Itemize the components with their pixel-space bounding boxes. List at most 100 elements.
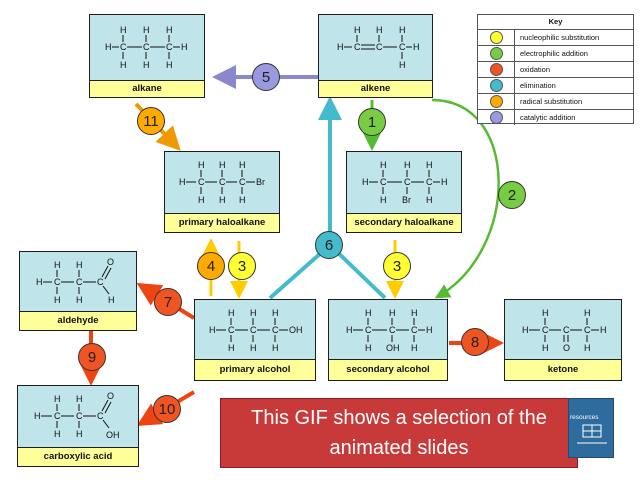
key-label: oxidation bbox=[520, 65, 551, 74]
reaction-badge-5: 5 bbox=[252, 63, 280, 91]
svg-text:C: C bbox=[166, 42, 173, 52]
svg-text:H: H bbox=[239, 160, 246, 170]
svg-text:H: H bbox=[228, 308, 235, 318]
svg-text:C: C bbox=[399, 42, 406, 52]
key-row: radical substitution bbox=[478, 94, 633, 110]
svg-text:H: H bbox=[389, 308, 396, 318]
logo-text: resources bbox=[570, 414, 599, 421]
svg-text:OH: OH bbox=[106, 430, 120, 440]
svg-text:H: H bbox=[365, 308, 372, 318]
key-color-dot bbox=[489, 31, 503, 44]
svg-text:H: H bbox=[584, 343, 591, 353]
svg-text:H: H bbox=[399, 60, 406, 70]
svg-text:H: H bbox=[250, 308, 257, 318]
svg-text:H: H bbox=[365, 343, 372, 353]
key-legend: Key nucleophilic substitution electrophi… bbox=[477, 14, 634, 125]
compound-label: secondary haloalkane bbox=[347, 213, 461, 232]
svg-text:H: H bbox=[272, 343, 279, 353]
svg-text:C: C bbox=[404, 177, 411, 187]
svg-text:H: H bbox=[179, 177, 186, 187]
reaction-badge-3b: 3 bbox=[383, 252, 411, 280]
svg-text:H: H bbox=[362, 177, 369, 187]
reaction-badge-11: 11 bbox=[137, 107, 165, 135]
svg-text:C: C bbox=[563, 325, 570, 335]
svg-text:H: H bbox=[198, 160, 205, 170]
svg-text:H: H bbox=[239, 195, 246, 205]
svg-text:H: H bbox=[166, 25, 173, 35]
svg-text:H: H bbox=[441, 177, 448, 187]
svg-text:H: H bbox=[426, 195, 433, 205]
svg-text:H: H bbox=[426, 325, 433, 335]
svg-text:C: C bbox=[198, 177, 205, 187]
svg-text:C: C bbox=[97, 411, 104, 421]
svg-text:H: H bbox=[376, 25, 383, 35]
arrow-reaction-2 bbox=[431, 98, 500, 299]
svg-text:H: H bbox=[380, 160, 387, 170]
svg-text:Br: Br bbox=[402, 195, 411, 205]
svg-text:C: C bbox=[411, 325, 418, 335]
key-label: catalytic addition bbox=[520, 113, 576, 122]
svg-text:H: H bbox=[54, 394, 61, 404]
svg-text:H: H bbox=[584, 308, 591, 318]
compound-label: carboxylic acid bbox=[18, 447, 138, 466]
svg-text:H: H bbox=[426, 160, 433, 170]
svg-text:C: C bbox=[54, 277, 61, 287]
svg-text:H: H bbox=[34, 411, 41, 421]
key-label: electrophilic addition bbox=[520, 49, 588, 58]
key-row: elimination bbox=[478, 78, 633, 94]
compound-label: ketone bbox=[505, 359, 621, 380]
svg-text:H: H bbox=[120, 25, 127, 35]
key-label: elimination bbox=[520, 81, 556, 90]
svg-text:H: H bbox=[522, 325, 529, 335]
svg-text:OH: OH bbox=[289, 325, 303, 335]
svg-text:C: C bbox=[120, 42, 127, 52]
svg-text:H: H bbox=[399, 25, 406, 35]
svg-text:C: C bbox=[426, 177, 433, 187]
svg-text:H: H bbox=[108, 295, 115, 305]
key-row: nucleophilic substitution bbox=[478, 30, 633, 46]
svg-text:H: H bbox=[250, 343, 257, 353]
svg-text:C: C bbox=[143, 42, 150, 52]
reaction-badge-2: 2 bbox=[498, 181, 526, 209]
svg-text:H: H bbox=[354, 25, 361, 35]
svg-text:H: H bbox=[411, 308, 418, 318]
reaction-badge-7: 7 bbox=[154, 288, 182, 316]
svg-text:H: H bbox=[380, 195, 387, 205]
key-row: oxidation bbox=[478, 62, 633, 78]
key-color-dot bbox=[489, 95, 503, 108]
svg-text:H: H bbox=[272, 308, 279, 318]
reaction-badge-3a: 3 bbox=[228, 252, 256, 280]
svg-text:H: H bbox=[54, 260, 61, 270]
key-row: electrophilic addition bbox=[478, 46, 633, 62]
svg-text:C: C bbox=[219, 177, 226, 187]
reaction-badge-8: 8 bbox=[461, 328, 489, 356]
svg-text:H: H bbox=[76, 429, 83, 439]
svg-text:H: H bbox=[209, 325, 216, 335]
info-banner: This GIF shows a selection of the animat… bbox=[220, 398, 578, 468]
svg-text:H: H bbox=[166, 60, 173, 70]
svg-text:H: H bbox=[413, 42, 420, 52]
svg-text:C: C bbox=[380, 177, 387, 187]
key-row: catalytic addition bbox=[478, 110, 633, 125]
svg-text:H: H bbox=[76, 260, 83, 270]
svg-text:H: H bbox=[143, 25, 150, 35]
svg-text:H: H bbox=[411, 343, 418, 353]
banner-line-2: animated slides bbox=[329, 437, 469, 459]
svg-text:H: H bbox=[337, 42, 344, 52]
svg-text:C: C bbox=[228, 325, 235, 335]
svg-text:O: O bbox=[107, 391, 114, 401]
svg-text:H: H bbox=[542, 343, 549, 353]
svg-text:H: H bbox=[198, 195, 205, 205]
